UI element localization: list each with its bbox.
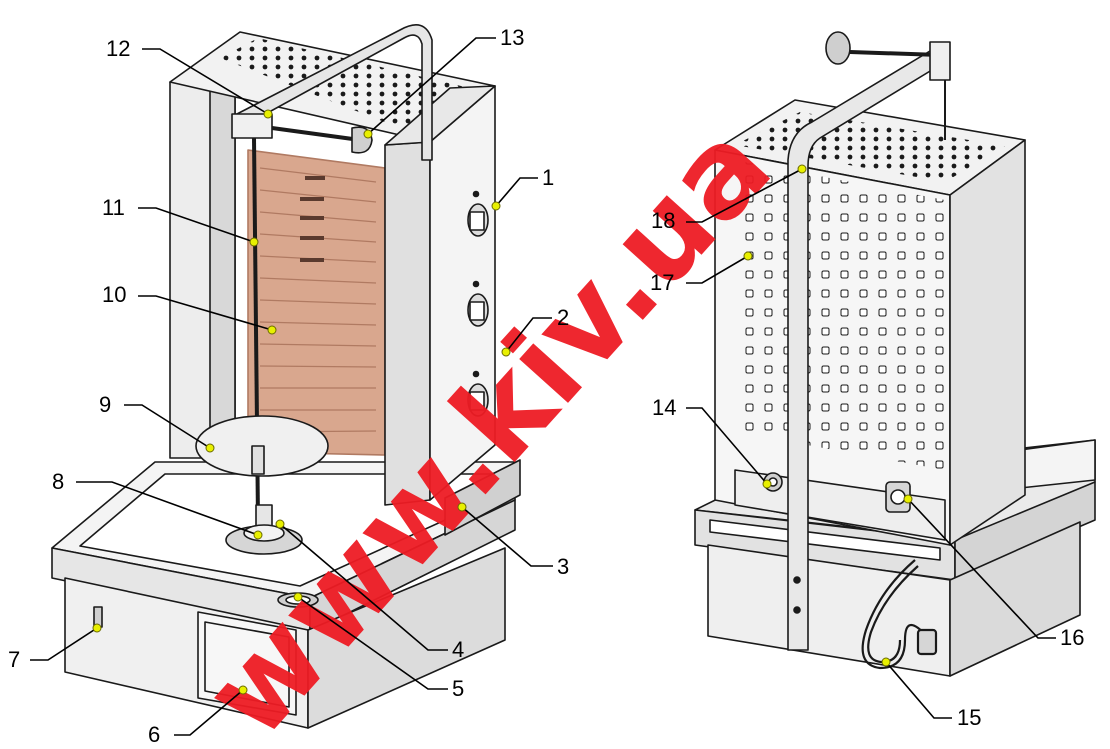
control-knobs (467, 190, 489, 417)
callout-number: 2 (557, 305, 569, 330)
heating-panel (247, 149, 386, 456)
callout-marker-dot (457, 502, 467, 512)
callout-15: 15 (881, 657, 981, 730)
callout-number: 3 (557, 554, 569, 579)
callout-number: 9 (99, 392, 111, 417)
callout-leader-line (297, 596, 448, 690)
callout-marker-dot (275, 519, 285, 529)
callout-14: 14 (652, 395, 772, 489)
callout-marker-dot (501, 347, 511, 357)
front-view (51, 24, 521, 729)
callout-marker-dot (205, 443, 215, 453)
callout-number: 15 (957, 705, 981, 730)
callout-leader-line (30, 627, 98, 661)
callout-number: 13 (500, 25, 524, 50)
callout-leader-line (367, 37, 496, 135)
callout-number: 10 (102, 282, 126, 307)
callout-marker-dot (267, 325, 277, 335)
callout-number: 11 (102, 195, 125, 220)
callout-number: 17 (650, 270, 674, 295)
callout-9: 9 (99, 392, 215, 453)
back-arm (787, 31, 951, 651)
callout-leader-line (124, 404, 211, 449)
callout-3: 3 (457, 502, 569, 579)
callout-number: 6 (148, 722, 160, 747)
spit (195, 137, 329, 555)
back-view (694, 31, 1096, 677)
callout-8: 8 (52, 469, 263, 540)
callout-marker-dot (903, 494, 913, 504)
callout-11: 11 (102, 195, 259, 247)
callout-leader-line (138, 295, 273, 331)
callout-7: 7 (8, 623, 102, 672)
callout-1: 1 (491, 165, 554, 211)
callout-marker-dot (881, 657, 891, 667)
callout-marker-dot (92, 623, 102, 633)
callout-6: 6 (148, 685, 248, 747)
callout-number: 4 (452, 637, 464, 662)
callout-leader-line (461, 506, 553, 567)
callout-marker-dot (363, 129, 373, 139)
callout-17: 17 (650, 251, 753, 295)
callout-marker-dot (253, 530, 263, 540)
callout-leader-line (142, 48, 269, 115)
callout-18: 18 (651, 164, 807, 233)
callout-marker-dot (238, 685, 248, 695)
callout-leader-line (885, 661, 952, 719)
callout-4: 4 (275, 519, 464, 662)
callout-number: 7 (8, 647, 20, 672)
callout-leader-line (495, 177, 538, 207)
callout-leader-line (907, 498, 1056, 639)
callout-leader-line (686, 168, 803, 223)
callout-number: 5 (452, 676, 464, 701)
callout-marker-dot (491, 201, 501, 211)
callout-number: 18 (651, 208, 675, 233)
callout-number: 12 (106, 36, 130, 61)
callout-leader-line (686, 255, 749, 284)
callout-marker-dot (249, 237, 259, 247)
callout-leader-line (138, 207, 255, 243)
callout-marker-dot (293, 592, 303, 602)
callout-marker-dot (743, 251, 753, 261)
callout-number: 1 (542, 165, 554, 190)
callout-leader-line (76, 481, 259, 536)
callout-marker-dot (797, 164, 807, 174)
callout-16: 16 (903, 494, 1084, 650)
top-arm (231, 24, 433, 161)
callout-2: 2 (501, 305, 569, 357)
callout-number: 14 (652, 395, 676, 420)
callout-leader-line (174, 689, 244, 736)
callout-leader-line (686, 407, 768, 485)
callout-number: 16 (1060, 625, 1084, 650)
callout-10: 10 (102, 282, 277, 335)
callout-5: 5 (293, 592, 464, 701)
callout-marker-dot (762, 479, 772, 489)
callout-13: 13 (363, 25, 524, 139)
callout-leader-line (505, 317, 552, 353)
callout-number: 8 (52, 469, 64, 494)
callout-marker-dot (263, 109, 273, 119)
callout-12: 12 (106, 36, 273, 119)
power-cord (861, 559, 938, 670)
callout-leader-line (279, 523, 448, 651)
